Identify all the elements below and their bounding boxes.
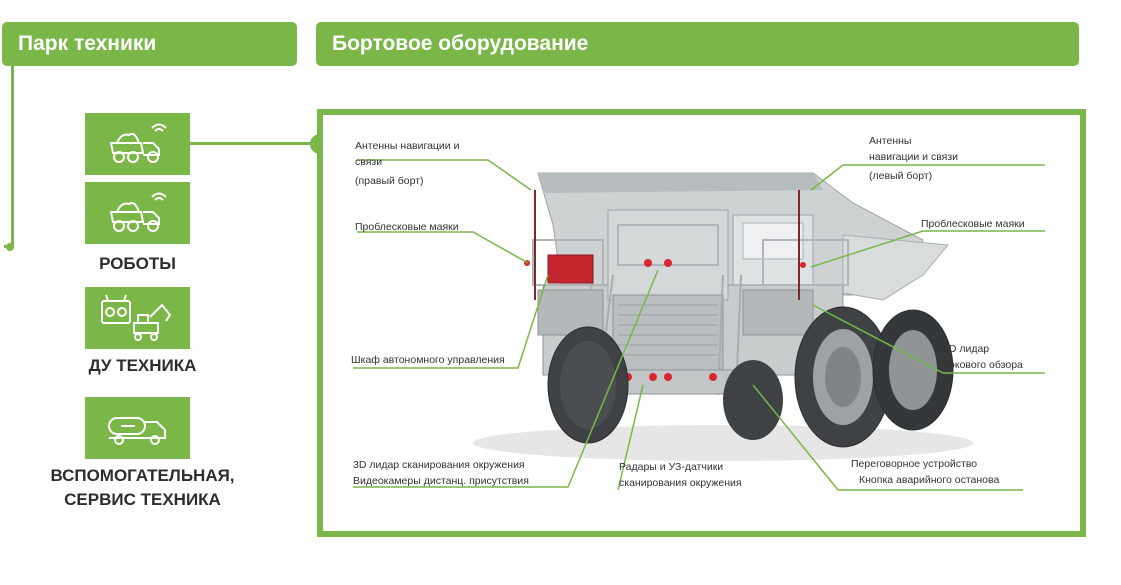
callout-lidar3d-line2: Видеокамеры дистанц. присутствия: [353, 475, 529, 487]
category-tile-remote[interactable]: [85, 287, 190, 349]
callout-intercom: Переговорное устройство Кнопка аварийног…: [851, 456, 999, 488]
fleet-header-title: Парк техники: [18, 32, 157, 55]
onboard-equipment-title: Бортовое оборудование: [332, 32, 589, 55]
tanker-truck-icon: [107, 417, 166, 445]
callout-intercom-line1: Переговорное устройство: [851, 458, 978, 470]
callout-antenna-right-line1: Антенны навигации и: [355, 140, 460, 152]
category-label-service-line1: ВСПОМОГАТЕЛЬНАЯ,: [50, 466, 235, 485]
category-tile-robot-1[interactable]: [85, 113, 190, 175]
bracket-line-vertical: [11, 66, 14, 248]
callout-antenna-right-line2: связи: [355, 156, 383, 168]
robot-dump-truck-icon: [109, 192, 167, 232]
category-tile-robot-2[interactable]: [85, 182, 190, 244]
callout-cabinet: Шкаф автономного управления: [351, 354, 505, 366]
category-label-service: ВСПОМОГАТЕЛЬНАЯ, СЕРВИС ТЕХНИКА: [20, 464, 265, 512]
category-label-robots: РОБОТЫ: [99, 254, 176, 273]
callout-antenna-left-line2: навигации и связи: [869, 151, 959, 163]
bracket-dot: [6, 243, 14, 251]
callout-lidar3d-line1: 3D лидар сканирования окружения: [353, 459, 525, 471]
fleet-header: Парк техники: [2, 22, 297, 66]
category-tile-service[interactable]: [85, 397, 190, 459]
callout-intercom-line2: Кнопка аварийного останова: [859, 474, 1000, 486]
category-label-service-line2: СЕРВИС ТЕХНИКА: [64, 490, 221, 509]
callout-lidar2d-line2: бокового обзора: [943, 359, 1023, 371]
mining-dump-truck-illustration: [353, 159, 1045, 491]
callout-lidar2d-line1: 2D лидар: [943, 343, 990, 355]
remote-control-excavator-icon: [100, 294, 171, 341]
callout-antenna-right-line3: (правый борт): [355, 175, 424, 187]
callout-radar-line1: Радары и УЗ-датчики: [619, 461, 724, 473]
callout-antenna-left: Антенны навигации и связи (левый борт): [869, 133, 958, 184]
callout-lidar3d: 3D лидар сканирования окружения Видеокам…: [353, 457, 529, 489]
callout-lidar2d: 2D лидар бокового обзора: [943, 341, 1023, 373]
callout-antenna-left-line1: Антенны: [869, 135, 912, 147]
callout-antenna-left-line3: (левый борт): [869, 170, 933, 182]
callout-beacons-left: Проблесковые маяки: [355, 221, 459, 233]
callout-antenna-right: Антенны навигации и связи (правый борт): [355, 138, 459, 189]
callout-radar: Радары и УЗ-датчики сканирования окружен…: [619, 459, 742, 491]
onboard-equipment-header: Бортовое оборудование: [316, 22, 1079, 66]
connector-line: [190, 142, 318, 145]
callout-beacons-right: Проблесковые маяки: [921, 218, 1025, 230]
callout-radar-line2: сканирования окружения: [619, 477, 742, 489]
equipment-diagram-panel: Антенны навигации и связи (правый борт) …: [317, 109, 1086, 537]
category-label-remote: ДУ ТЕХНИКА: [88, 356, 197, 375]
robot-dump-truck-icon: [109, 123, 167, 163]
